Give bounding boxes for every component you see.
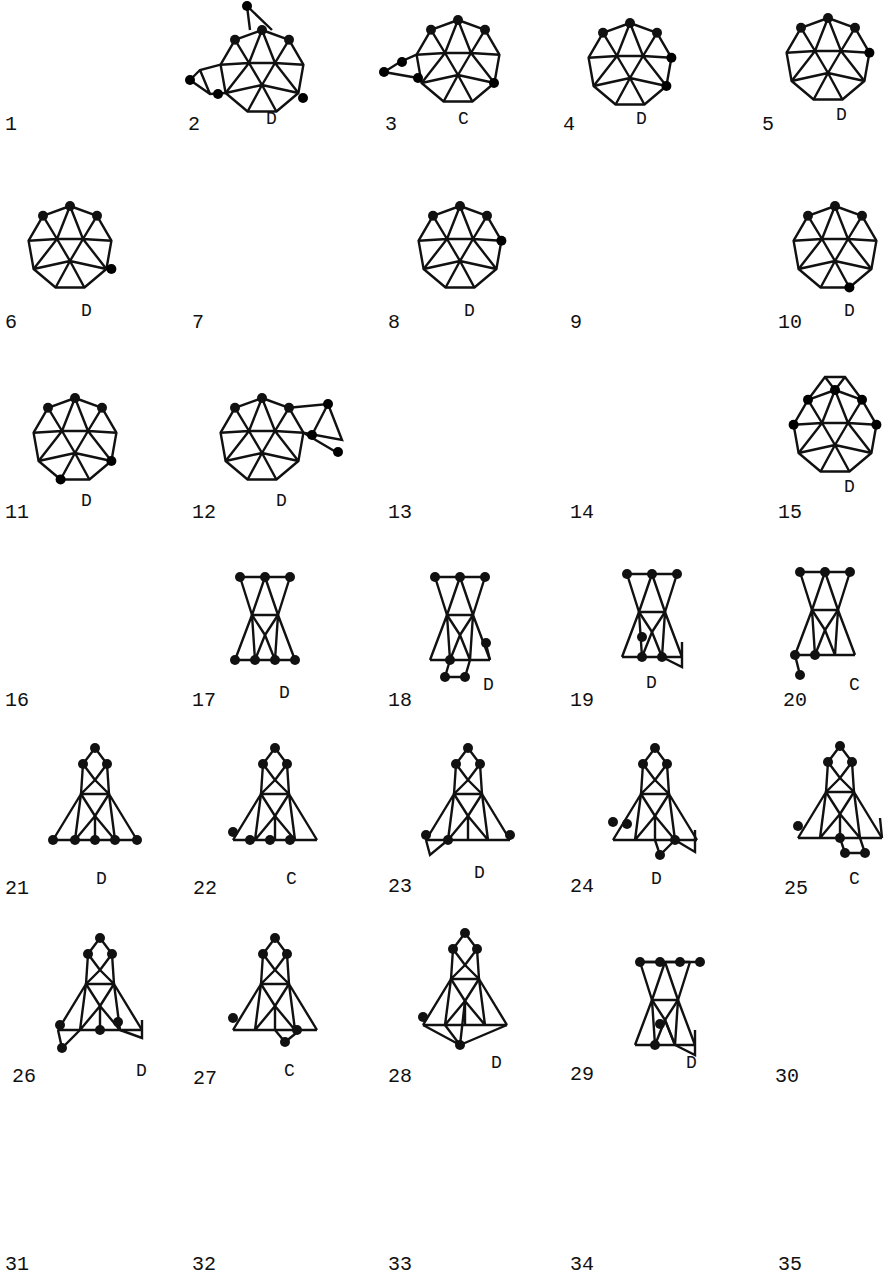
figure-number: 35 xyxy=(778,1254,802,1276)
figure-number: 33 xyxy=(388,1254,412,1276)
figure-number: 34 xyxy=(570,1254,594,1276)
reducibility-mark: C xyxy=(286,868,297,890)
figure-number: 29 xyxy=(570,1064,594,1086)
figure-number: 9 xyxy=(570,312,582,334)
reducibility-mark: D xyxy=(651,868,662,890)
figure-number: 20 xyxy=(783,690,807,712)
figure-number: 30 xyxy=(775,1066,799,1088)
figure-number: 6 xyxy=(5,312,17,334)
reducibility-mark: D xyxy=(836,104,847,126)
figure-number: 24 xyxy=(570,876,594,898)
figure-number: 14 xyxy=(570,502,594,524)
figure-number: 22 xyxy=(193,878,217,900)
figure-number: 17 xyxy=(192,690,216,712)
figure-number: 7 xyxy=(192,312,204,334)
reducibility-mark: D xyxy=(844,300,855,322)
reducibility-mark: D xyxy=(266,108,277,130)
reducibility-mark: D xyxy=(686,1052,697,1074)
figure-number: 3 xyxy=(385,114,397,136)
reducibility-mark: D xyxy=(96,868,107,890)
reducibility-mark: D xyxy=(646,672,657,694)
reducibility-mark: C xyxy=(849,868,860,890)
figure-number: 12 xyxy=(192,502,216,524)
figure-number: 2 xyxy=(188,114,200,136)
figure-number: 32 xyxy=(192,1254,216,1276)
reducibility-mark: D xyxy=(136,1060,147,1082)
figure-number: 28 xyxy=(388,1066,412,1088)
reducibility-mark: C xyxy=(849,674,860,696)
figure-number: 31 xyxy=(5,1254,29,1276)
figure-number: 19 xyxy=(570,690,594,712)
reducibility-mark: C xyxy=(458,108,469,130)
figure-number: 25 xyxy=(784,878,808,900)
reducibility-mark: D xyxy=(844,476,855,498)
figure-number: 27 xyxy=(193,1068,217,1090)
figure-number: 4 xyxy=(563,114,575,136)
reducibility-mark: D xyxy=(474,862,485,884)
figure-number: 11 xyxy=(5,502,29,524)
reducibility-mark: D xyxy=(483,674,494,696)
figure-number: 23 xyxy=(388,876,412,898)
reducibility-mark: D xyxy=(464,300,475,322)
figure-number: 1 xyxy=(5,114,17,136)
reducibility-mark: C xyxy=(284,1060,295,1082)
reducibility-mark: D xyxy=(276,490,287,512)
reducibility-mark: D xyxy=(636,108,647,130)
figure-number: 16 xyxy=(5,690,29,712)
figure-number: 10 xyxy=(778,312,802,334)
figure-number: 26 xyxy=(12,1066,36,1088)
figure-number: 5 xyxy=(762,114,774,136)
figure-number: 8 xyxy=(388,312,400,334)
reducibility-mark: D xyxy=(81,490,92,512)
figure-number: 18 xyxy=(388,690,412,712)
reducibility-mark: D xyxy=(491,1052,502,1074)
figure-number: 21 xyxy=(5,878,29,900)
reducibility-mark: D xyxy=(81,300,92,322)
figure-number: 13 xyxy=(388,502,412,524)
reducibility-mark: D xyxy=(279,682,290,704)
figure-number: 15 xyxy=(778,502,802,524)
